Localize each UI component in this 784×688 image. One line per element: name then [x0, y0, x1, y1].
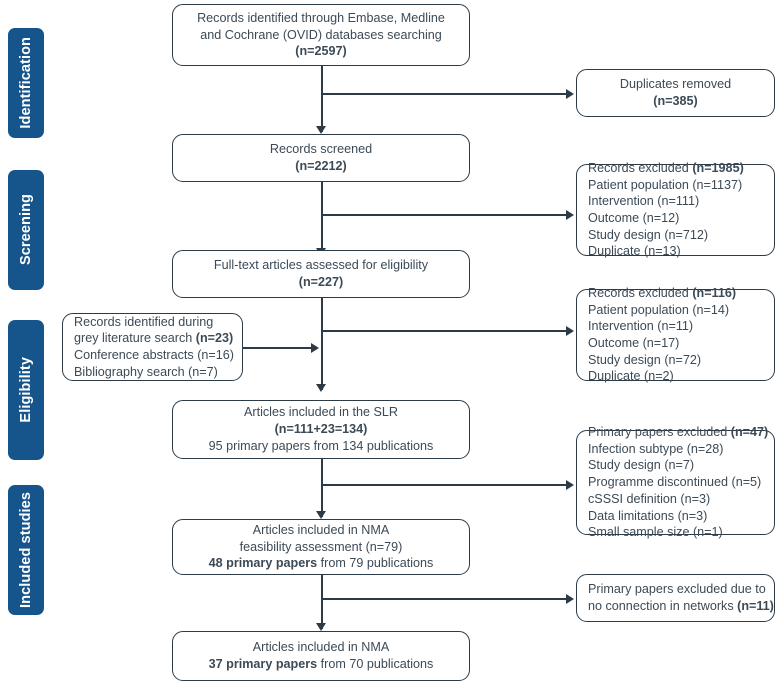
- box-text-line: cSSSI definition (n=3): [588, 491, 711, 506]
- arrow-to-excluded-eligibility: [566, 325, 574, 336]
- box-text-line: Programme discontinued (n=5): [588, 475, 762, 490]
- box-text-line: Articles included in NMA: [252, 640, 390, 655]
- box-text-line: and Cochrane (OVID) databases searching: [200, 27, 442, 42]
- box-primary-papers-excluded: Primary papers excluded (n=47) Infection …: [576, 425, 775, 539]
- connector-to-excluded-screening: [321, 214, 568, 216]
- stage-included-studies: Included studies: [8, 485, 44, 615]
- box-text-line: Data limitations (n=3): [588, 508, 708, 523]
- connector-grey-literature-merge: [243, 347, 313, 349]
- connector-screening-spine: [321, 182, 323, 254]
- box-text-line: Records excluded (n=1985): [588, 160, 744, 175]
- box-text-line: Duplicate (n=2): [588, 369, 674, 384]
- stage-included-studies-label: Included studies: [17, 491, 34, 608]
- box-text-line: Articles included in NMA: [252, 522, 390, 537]
- box-text-line: Records identified through Embase, Medli…: [197, 10, 445, 25]
- stage-identification: Identification: [8, 28, 44, 138]
- stage-screening-label: Screening: [17, 194, 34, 266]
- box-text-line: Records screened: [269, 142, 373, 157]
- connector-to-excluded-eligibility: [321, 330, 568, 332]
- box-articles-included-nma: Articles included in NMA 37 primary paper…: [172, 631, 470, 681]
- box-text-line: Outcome (n=12): [588, 211, 680, 225]
- box-text-line: Conference abstracts (n=16): [74, 348, 234, 362]
- arrow-to-records-screened: [316, 126, 326, 134]
- box-text-line: Duplicates removed: [619, 77, 732, 92]
- box-text-line: Full-text articles assessed for eligibil…: [213, 258, 429, 273]
- box-text-line: Primary papers excluded due to: [588, 582, 766, 597]
- box-text-line: Intervention (n=11): [588, 319, 694, 334]
- box-articles-included-slr: Articles included in the SLR (n=111+23=13…: [172, 400, 470, 459]
- stage-identification-label: Identification: [17, 37, 34, 129]
- connector-nma-spine: [321, 575, 323, 629]
- arrow-to-duplicates-removed: [566, 88, 574, 99]
- connector-to-duplicates: [321, 93, 568, 95]
- arrow-to-excluded-screening: [566, 209, 574, 220]
- arrow-to-nma-final: [316, 623, 326, 631]
- box-text-line: Records identified during: [74, 314, 214, 329]
- box-text-line: (n=2597): [295, 44, 347, 59]
- box-records-identified: Records identified through Embase, Medli…: [172, 4, 470, 66]
- box-grey-literature-records: Records identified during grey literature…: [62, 313, 243, 381]
- box-full-text-assessed: Full-text articles assessed for eligibil…: [172, 250, 470, 298]
- arrow-to-slr: [316, 384, 326, 392]
- box-records-excluded-screening: Records excluded (n=1985) Patient populat…: [576, 161, 775, 258]
- arrow-grey-literature-merge: [311, 342, 319, 353]
- box-text-line: (n=2212): [295, 159, 347, 173]
- stage-screening: Screening: [8, 170, 44, 290]
- box-text-line: Patient population (n=1137): [588, 177, 743, 192]
- box-text-line: Study design (n=712): [588, 227, 709, 242]
- connector-slr-spine: [321, 459, 323, 517]
- box-text-line: (n=111+23=134): [274, 422, 368, 437]
- box-text-line: feasibility assessment (n=79): [239, 539, 403, 554]
- box-text-line: (n=385): [653, 94, 698, 108]
- box-text-line: Intervention (n=111): [588, 194, 700, 209]
- box-duplicates-removed: Duplicates removed (n=385): [576, 69, 775, 117]
- box-articles-included-nma-feasibility: Articles included in NMA feasibility asse…: [172, 519, 470, 575]
- box-text-line: Small sample size (n=1): [588, 525, 723, 540]
- box-text-line: (n=227): [298, 275, 344, 289]
- connector-to-primary-excluded: [321, 484, 568, 486]
- box-text-line: Patient population (n=14): [588, 302, 730, 317]
- arrow-to-no-connection-excluded: [566, 593, 574, 604]
- arrow-to-nma-feasibility: [316, 511, 326, 519]
- box-text-line: 48 primary papers from 79 publications: [208, 556, 434, 571]
- box-records-screened: Records screened (n=2212): [172, 134, 470, 182]
- box-text-line: no connection in networks (n=11): [588, 599, 774, 613]
- box-text-line: Study design (n=72): [588, 352, 702, 367]
- box-text-line: 37 primary papers from 70 publications: [208, 657, 434, 671]
- box-records-excluded-eligibility: Records excluded (n=116) Patient populati…: [576, 286, 775, 383]
- box-text-line: Outcome (n=17): [588, 336, 680, 350]
- box-no-connection-excluded: Primary papers excluded due to no connect…: [576, 574, 775, 622]
- box-text-line: Study design (n=7): [588, 458, 695, 473]
- box-text-line: Duplicate (n=13): [588, 244, 681, 259]
- connector-to-no-connection-excluded: [321, 598, 568, 600]
- box-text-line: grey literature search (n=23): [74, 331, 234, 346]
- connector-eligibility-spine: [321, 298, 323, 390]
- stage-eligibility-label: Eligibility: [17, 357, 34, 423]
- arrow-to-primary-excluded: [566, 479, 574, 490]
- box-text-line: Bibliography search (n=7): [74, 364, 218, 379]
- box-text-line: Infection subtype (n=28): [588, 441, 724, 456]
- box-text-line: 95 primary papers from 134 publications: [208, 438, 434, 453]
- box-text-line: Primary papers excluded (n=47): [588, 424, 769, 439]
- stage-eligibility: Eligibility: [8, 320, 44, 460]
- box-text-line: Articles included in the SLR: [243, 405, 398, 420]
- connector-identification-spine: [321, 66, 323, 132]
- box-text-line: Records excluded (n=116): [588, 285, 737, 300]
